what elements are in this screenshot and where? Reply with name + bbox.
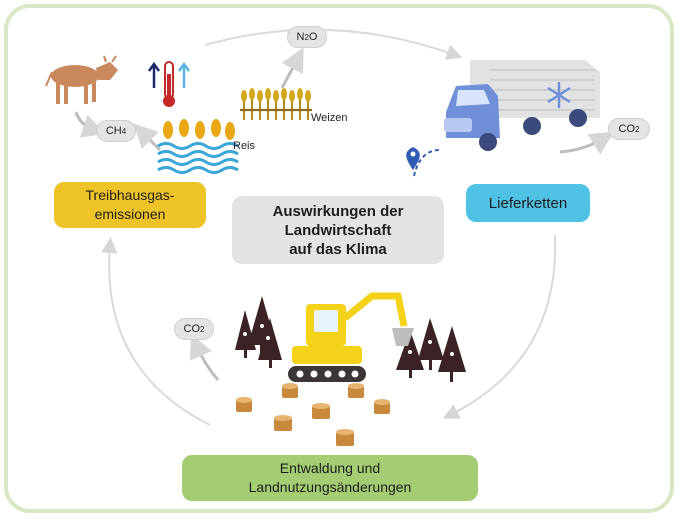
ch4-sub: 4: [121, 126, 127, 136]
cycle-arrows: [101, 28, 557, 426]
n2o-sub: 2: [304, 32, 309, 42]
rice-emission-arrow: [133, 123, 162, 152]
co2-forest-base: CO: [183, 323, 201, 335]
truck-icon: [444, 60, 600, 151]
forest-line-2: Landnutzungsänderungen: [248, 479, 412, 495]
co2-forest-sub: 2: [200, 324, 205, 334]
ghg-line-2: emissionen: [94, 206, 166, 222]
truck-emission-arrow: [559, 131, 615, 155]
co2-truck-base: CO: [618, 123, 636, 135]
ghg-line-1: Treibhausgas-: [85, 187, 175, 203]
title-line-3: auf das Klima: [289, 240, 387, 258]
n2o-base: N: [296, 31, 305, 43]
tree-icon: [235, 296, 466, 382]
wheat-emission-arrow: [280, 47, 304, 89]
cycle-arc-top: [204, 28, 463, 60]
cycle-arc-left: [101, 237, 211, 426]
stump-icon: [236, 383, 390, 446]
supply-chains-box: Lieferketten: [466, 184, 590, 222]
title-line-1: Auswirkungen der: [272, 202, 404, 220]
co2-truck-sub: 2: [635, 124, 640, 134]
ch4-base: CH: [105, 125, 122, 137]
wheat-label: Weizen: [311, 112, 348, 124]
excavator-icon: [288, 292, 414, 382]
location-pin-icon: [406, 147, 420, 170]
wheat-icon: [240, 88, 312, 120]
deforestation-box: Entwaldung und Landnutzungsänderungen: [182, 455, 478, 501]
rice-label: Reis: [233, 140, 256, 152]
central-title-box: Auswirkungen der Landwirtschaft auf das …: [232, 196, 444, 264]
title-line-2: Landwirtschaft: [284, 221, 392, 239]
diagram-frame: [4, 4, 674, 513]
cow-icon: [45, 55, 118, 104]
thermometer-icon: [147, 61, 191, 107]
supply-label: Lieferketten: [488, 194, 568, 212]
tree-spots: [243, 324, 454, 356]
cow-emission-arrow: [74, 111, 107, 138]
route-path: [413, 149, 441, 177]
forest-emission-arrow: [189, 334, 220, 381]
snowflake-icon: [547, 82, 571, 108]
cycle-arc-right: [442, 234, 557, 419]
rice-icon: [157, 119, 239, 174]
forest-line-1: Entwaldung und: [279, 460, 381, 476]
n2o-tail: O: [308, 31, 318, 43]
ghg-emissions-box: Treibhausgas- emissionen: [54, 182, 206, 228]
